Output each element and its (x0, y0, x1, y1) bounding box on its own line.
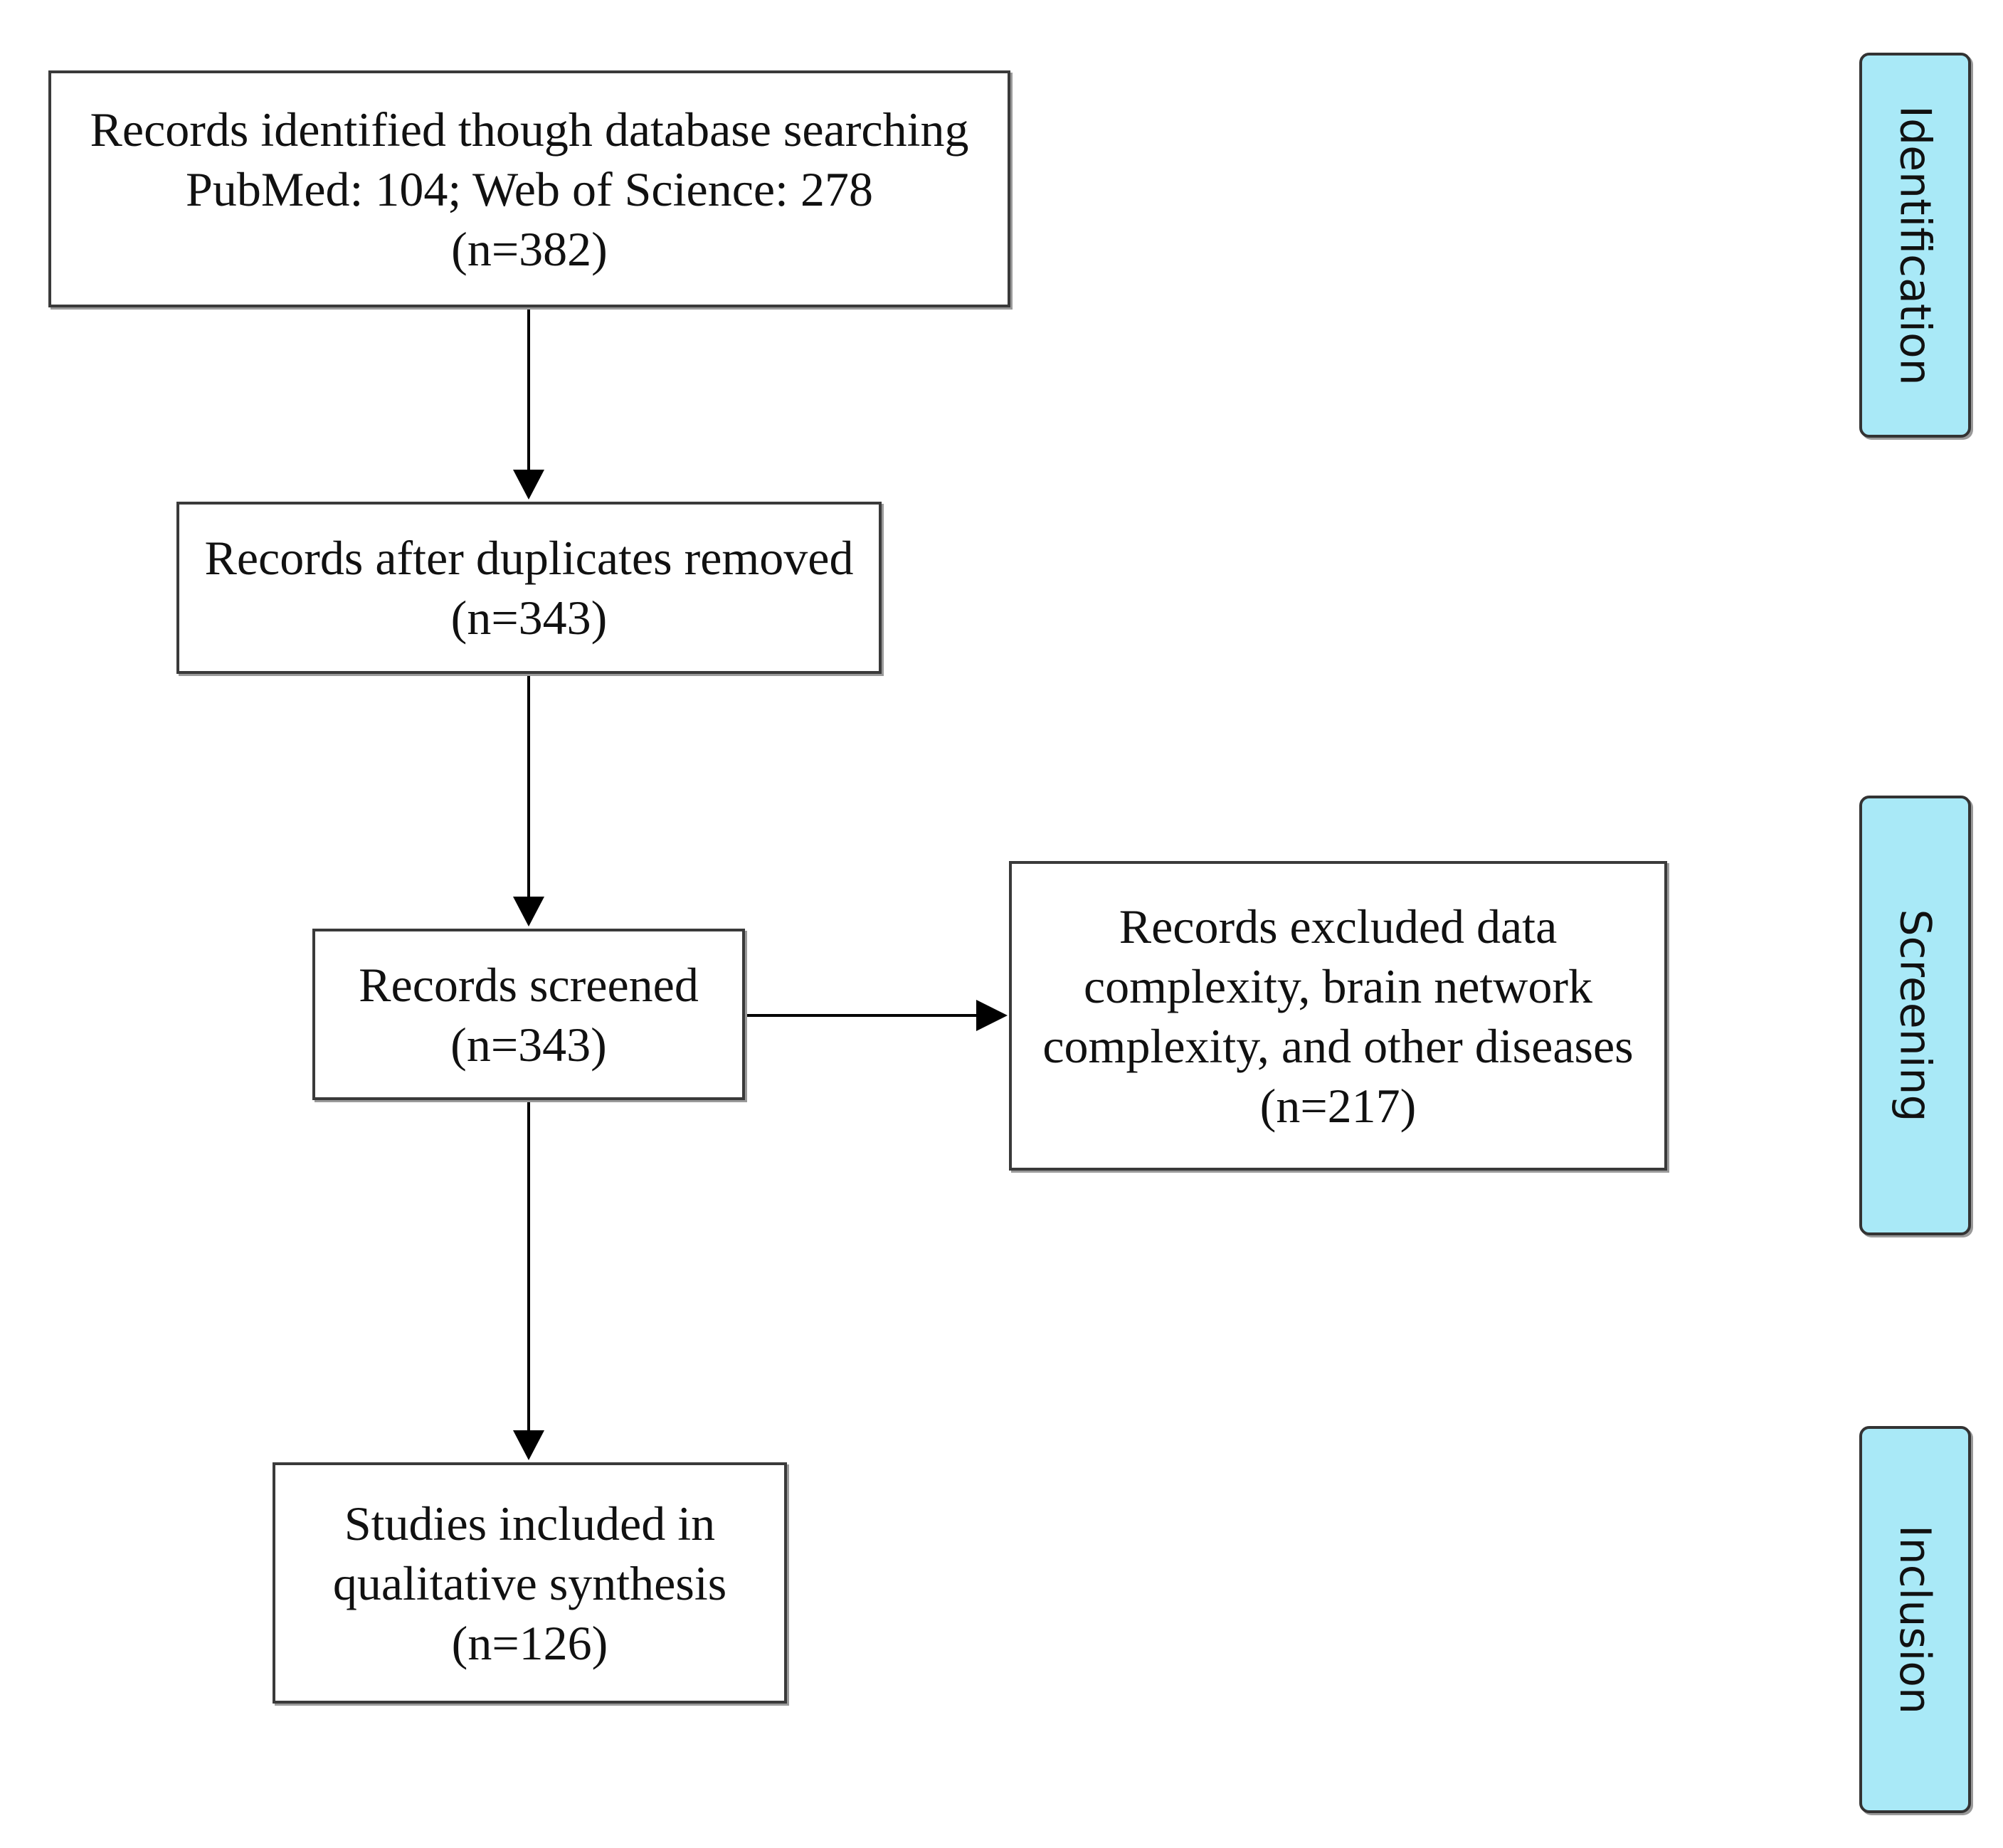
records-screened-line-1: Records screened (359, 957, 699, 1012)
records-screened-box: Records screened (n=343) (312, 929, 745, 1100)
records-excluded-box: Records excluded data complexity, brain … (1009, 861, 1667, 1171)
stage-screening-label: Screening (1890, 909, 1940, 1122)
records-excluded-line-2: complexity, brain network (1083, 959, 1593, 1013)
stage-identification-label: Identification (1890, 105, 1940, 386)
records-excluded-line-3: complexity, and other diseases (1042, 1018, 1634, 1073)
studies-included-line-1: Studies included in (344, 1496, 716, 1551)
records-excluded-count: (n=217) (1259, 1078, 1417, 1133)
records-identified-count: (n=382) (451, 221, 608, 276)
studies-included-box: Studies included in qualitative synthesi… (273, 1462, 787, 1704)
arrow-identified-to-deduplicated (513, 307, 544, 500)
records-deduplicated-line-1: Records after duplicates removed (204, 531, 854, 585)
records-identified-line-2: PubMed: 104; Web of Science: 278 (186, 162, 873, 216)
arrow-deduplicated-to-screened (513, 674, 544, 926)
stage-screening: Screening (1859, 796, 1971, 1235)
records-excluded-line-1: Records excluded data (1119, 899, 1558, 954)
records-deduplicated-box: Records after duplicates removed (n=343) (176, 502, 882, 674)
records-identified-line-1: Records identified though database searc… (90, 102, 969, 157)
stage-identification: Identification (1859, 53, 1971, 438)
arrow-screened-to-included (513, 1100, 544, 1460)
records-screened-count: (n=343) (450, 1017, 607, 1072)
stage-inclusion: Inclusion (1859, 1426, 1971, 1813)
records-identified-box: Records identified though database searc… (48, 70, 1010, 307)
records-deduplicated-count: (n=343) (450, 591, 608, 645)
studies-included-count: (n=126) (451, 1615, 608, 1670)
stage-inclusion-label: Inclusion (1890, 1524, 1940, 1715)
studies-included-line-2: qualitative synthesis (332, 1556, 727, 1610)
arrow-screened-to-excluded (745, 1000, 1008, 1031)
